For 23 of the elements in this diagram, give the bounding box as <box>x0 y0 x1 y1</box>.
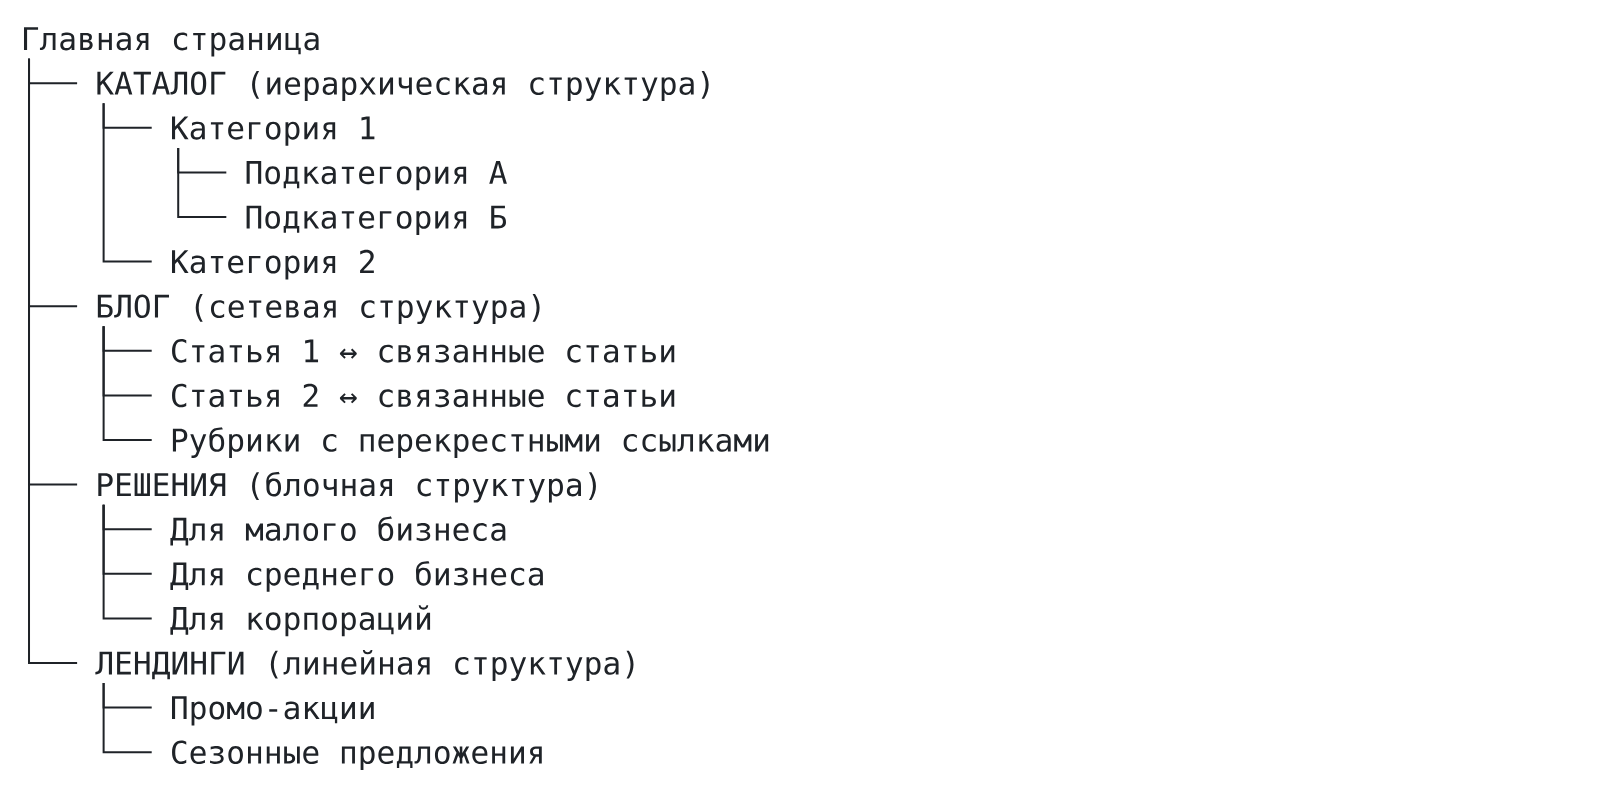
tree-connector <box>177 146 228 218</box>
tree-connector <box>102 682 153 754</box>
tree-connector <box>102 503 153 620</box>
tree-item: БЛОГ (сетевая структура) <box>97 293 540 325</box>
tree-item: Рубрики с перекрестными ссылками <box>172 427 769 458</box>
tree-connector <box>102 325 153 441</box>
tree-item: Для малого бизнеса <box>170 516 506 546</box>
tree-item: КАТАЛОГ (иерархическая структура) <box>97 70 709 102</box>
tree-item: Статья 2 ↔ связанные статьи <box>172 383 675 408</box>
tree-item: Статья 1 ↔ связанные статьи <box>172 339 675 363</box>
tree-item: Подкатегория А <box>246 161 507 191</box>
tree-item: Подкатегория Б <box>246 205 506 235</box>
tree-connector <box>28 57 79 664</box>
tree-item: РЕШЕНИЯ (блочная структура) <box>98 471 596 503</box>
tree-item: Промо-акции <box>172 696 374 726</box>
tree-connector <box>102 102 153 263</box>
tree-item: Категория 1 <box>172 116 375 146</box>
tree-item: Главная страница <box>24 27 319 57</box>
tree-item: Категория 2 <box>172 249 374 280</box>
tree-item: Для среднего бизнеса <box>170 560 543 592</box>
tree-item: Для корпораций <box>170 605 431 637</box>
tree-item: ЛЕНДИНГИ (линейная структура) <box>95 649 634 681</box>
tree-item: Сезонные предложения <box>172 740 542 771</box>
